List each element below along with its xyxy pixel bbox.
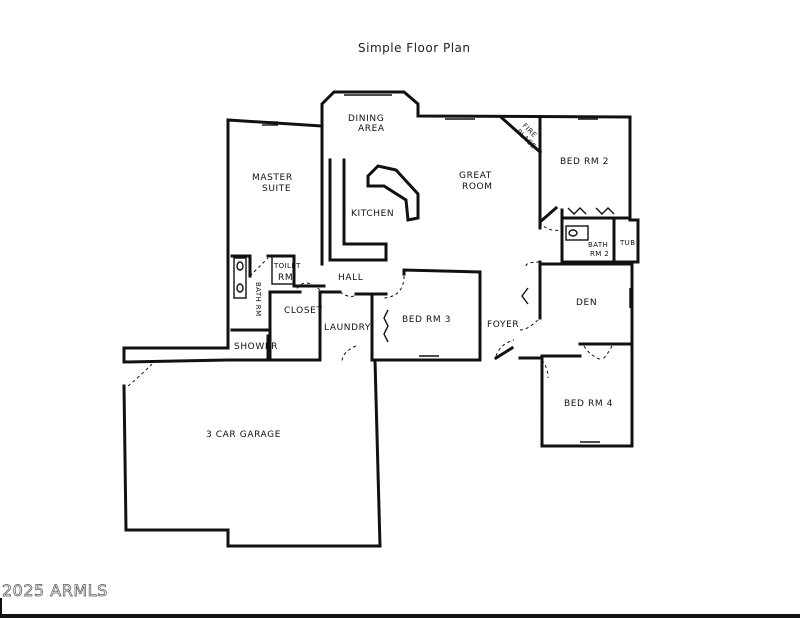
bath2-label-2: RM 2 [590,250,609,258]
windows [262,94,631,443]
toilet-label-2: RM [278,273,293,283]
closet-label: CLOSET [284,306,323,316]
hall-label: HALL [338,273,363,283]
garage-label: 3 CAR GARAGE [206,430,281,440]
tub-label: TUB [619,239,635,247]
great-room-label: ROOM [462,182,493,192]
bed4-label: BED RM 4 [564,399,613,409]
master-label: MASTER [252,173,293,183]
kitchen-label: KITCHEN [351,209,394,219]
watermark: 2025 ARMLS [2,581,108,600]
fireplace-wall [499,115,543,155]
closet-doors [383,207,615,343]
laundry-label: LAUNDRY [324,323,371,333]
dining-area-label: AREA [358,124,385,134]
den-label: DEN [576,298,597,308]
foyer-label: FOYER [487,320,519,330]
toilet-label-1: TOILET [273,262,301,270]
bath-rm-label: BATH RM [254,282,262,317]
bed2-label: BED RM 2 [560,157,609,167]
shower-label: SHOWER [234,342,278,352]
page-edge-mark [0,598,2,614]
door-swings [127,221,613,387]
bed3-label: BED RM 3 [402,315,451,325]
exterior-walls [122,90,640,548]
dining-label: DINING [348,114,384,124]
page-bottom-border [0,614,800,618]
bath-fixtures [233,225,589,299]
great-label: GREAT [459,171,492,181]
master-suite-label: SUITE [262,184,291,194]
bath2-label-1: BATH [588,241,608,249]
plan-title: Simple Floor Plan [358,41,471,55]
